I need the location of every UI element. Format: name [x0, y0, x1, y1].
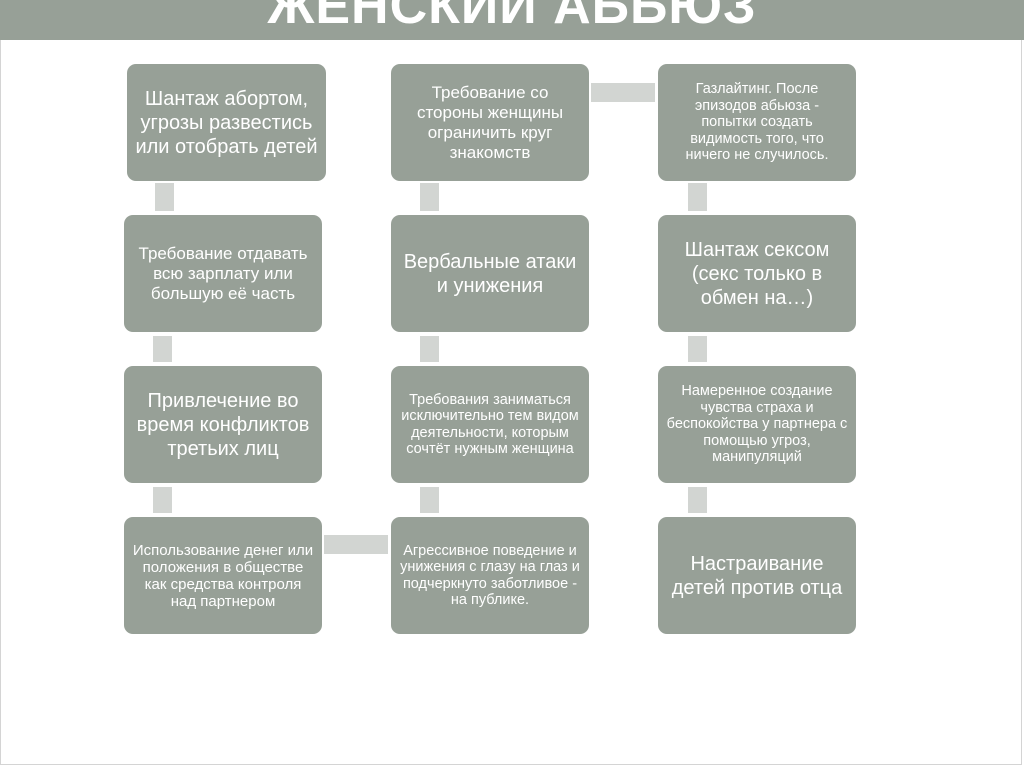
- box-abortion-blackmail: Шантаж абортом, угрозы развестись или от…: [127, 64, 326, 181]
- connector-c1-r1-r2: [155, 183, 174, 211]
- connector-c1r4-c2r4: [324, 535, 388, 554]
- box-text: Привлечение во время конфликтов третьих …: [136, 389, 310, 460]
- box-sex-blackmail: Шантаж сексом (секс только в обмен на…): [658, 215, 856, 332]
- connector-c3-r3-r4: [688, 487, 707, 513]
- connector-c2-r2-r3: [420, 336, 439, 362]
- box-salary-demand: Требование отдавать всю зарплату или бол…: [124, 215, 322, 332]
- connector-c2-r3-r4: [420, 487, 439, 513]
- box-third-parties: Привлечение во время конфликтов третьих …: [124, 366, 322, 483]
- box-restrict-acquaintances: Требование со стороны женщины ограничить…: [391, 64, 589, 181]
- connector-c1-r2-r3: [153, 336, 172, 362]
- box-aggressive-behavior: Агрессивное поведение и унижения с глазу…: [391, 517, 589, 634]
- box-fear-creation: Намеренное создание чувства страха и бес…: [658, 366, 856, 483]
- box-text: Шантаж абортом, угрозы развестись или от…: [135, 87, 318, 158]
- box-money-control: Использование денег или положения в обще…: [124, 517, 322, 634]
- box-turning-children: Настраивание детей против отца: [658, 517, 856, 634]
- connector-c3-r1-r2: [688, 183, 707, 211]
- box-text: Газлайтинг. После эпизодов абьюза - попы…: [685, 81, 829, 164]
- box-text: Намеренное создание чувства страха и бес…: [666, 383, 848, 466]
- box-gaslighting: Газлайтинг. После эпизодов абьюза - попы…: [658, 64, 856, 181]
- box-text: Требование со стороны женщины ограничить…: [416, 82, 564, 162]
- connector-c2-r1-r2: [420, 183, 439, 211]
- connector-c1-r3-r4: [153, 487, 172, 513]
- box-text: Агрессивное поведение и унижения с глазу…: [400, 542, 580, 609]
- title-bar: ЖЕНСКИЙ АБЬЮЗ: [0, 0, 1024, 40]
- box-text: Вербальные атаки и унижения: [403, 250, 577, 297]
- box-activity-demands: Требования заниматься исключительно тем …: [391, 366, 589, 483]
- slide-title: ЖЕНСКИЙ АБЬЮЗ: [267, 0, 757, 35]
- box-text: Требования заниматься исключительно тем …: [401, 391, 579, 458]
- connector-c2r1-c3r1: [591, 83, 655, 102]
- box-text: Требование отдавать всю зарплату или бол…: [138, 243, 308, 303]
- box-verbal-attacks: Вербальные атаки и унижения: [391, 215, 589, 332]
- box-text: Использование денег или положения в обще…: [132, 541, 314, 610]
- box-text: Шантаж сексом (секс только в обмен на…): [684, 238, 830, 309]
- box-text: Настраивание детей против отца: [671, 552, 843, 599]
- connector-c3-r2-r3: [688, 336, 707, 362]
